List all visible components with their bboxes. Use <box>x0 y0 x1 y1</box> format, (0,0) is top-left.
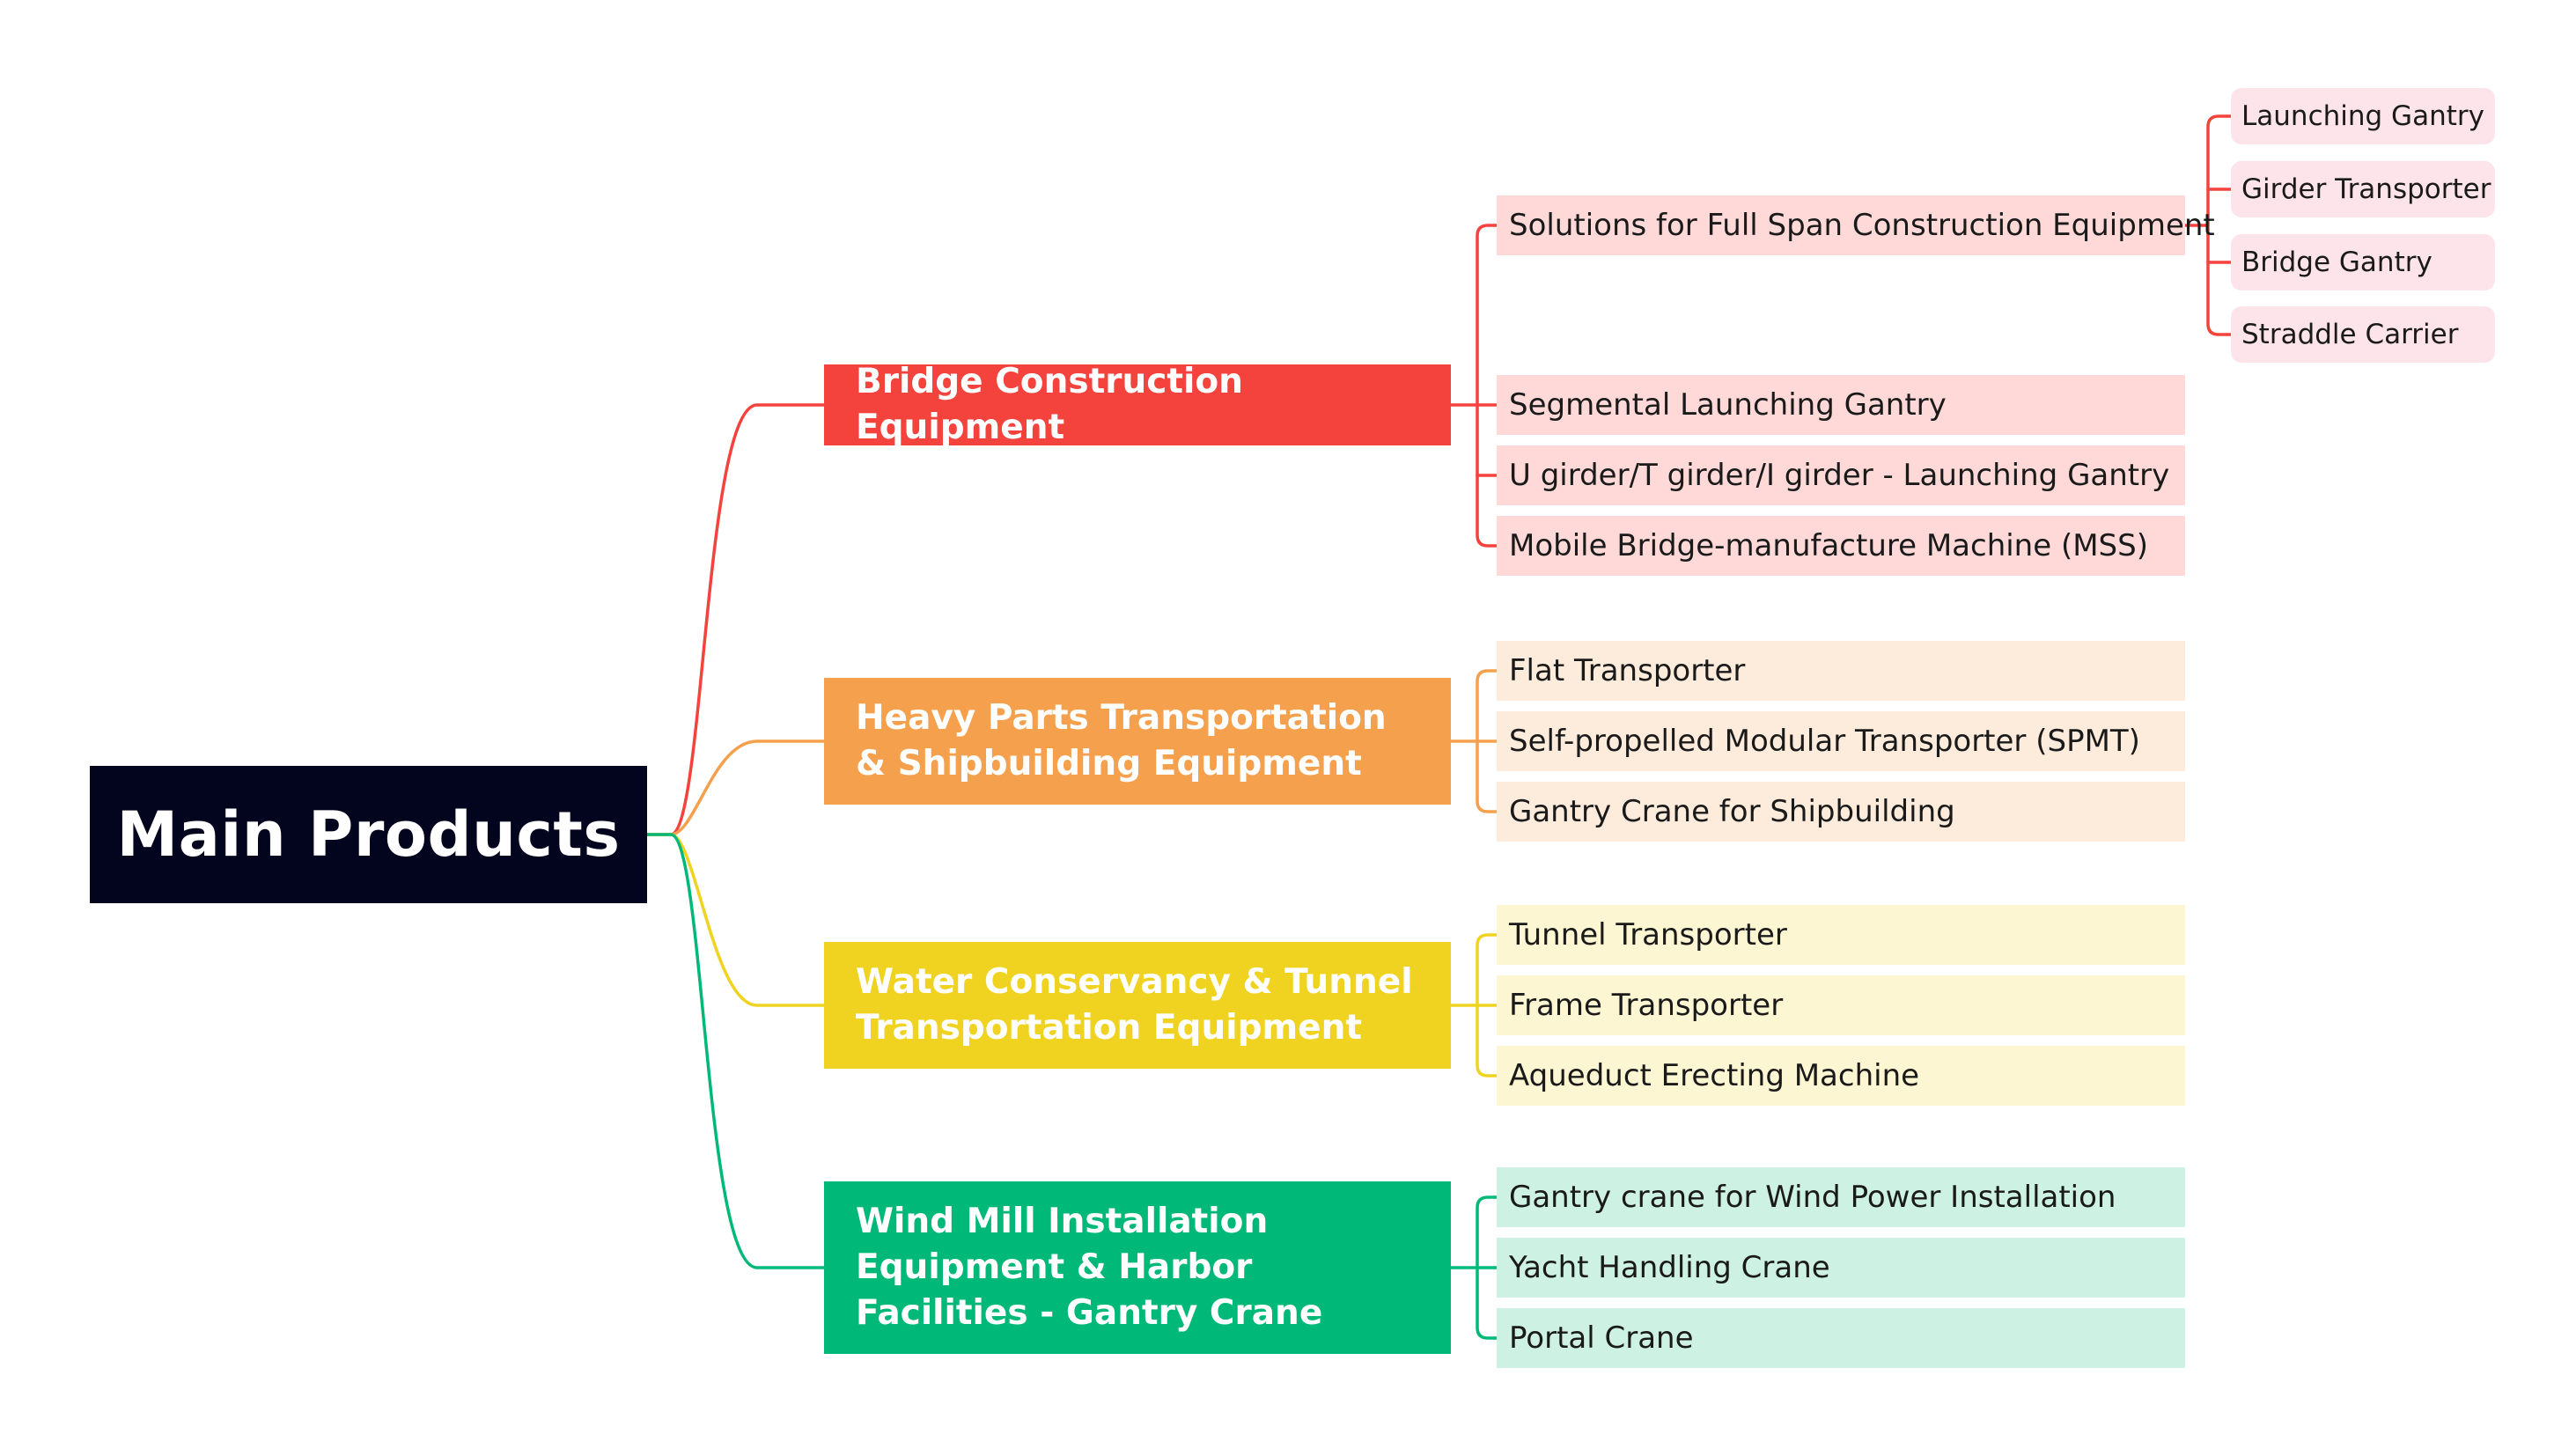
leaf-spmt: Self-propelled Modular Transporter (SPMT… <box>1497 711 2185 771</box>
sub-label: Straddle Carrier <box>2241 319 2459 350</box>
leaf-yacht-handling-crane: Yacht Handling Crane <box>1497 1238 2185 1298</box>
leaf-frame-transporter: Frame Transporter <box>1497 975 2185 1035</box>
leaf-tunnel-transporter: Tunnel Transporter <box>1497 905 2185 965</box>
category-heavy-label: Heavy Parts Transportation & Shipbuildin… <box>856 698 1387 783</box>
leaf-full-span: Solutions for Full Span Construction Equ… <box>1497 195 2215 255</box>
leaf-label: Tunnel Transporter <box>1509 917 1787 953</box>
leaf-label: Segmental Launching Gantry <box>1509 387 1947 423</box>
leaf-label: Aqueduct Erecting Machine <box>1509 1058 1920 1093</box>
sub-launching-gantry: Launching Gantry <box>2231 88 2495 144</box>
category-heavy: Heavy Parts Transportation & Shipbuildin… <box>824 678 1451 805</box>
leaf-label: Flat Transporter <box>1509 653 1746 688</box>
leaf-wind-power-crane: Gantry crane for Wind Power Installation <box>1497 1167 2185 1227</box>
links-heavy <box>1449 669 1500 813</box>
leaf-label: Yacht Handling Crane <box>1509 1250 1830 1285</box>
category-wind-label: Wind Mill Installation Equipment & Harbo… <box>856 1202 1323 1333</box>
leaf-segmental-launching-gantry: Segmental Launching Gantry <box>1497 375 2185 435</box>
leaf-portal-crane: Portal Crane <box>1497 1308 2185 1368</box>
links-bridge <box>1449 114 2233 548</box>
sub-girder-transporter: Girder Transporter <box>2231 161 2495 217</box>
leaf-label: Self-propelled Modular Transporter (SPMT… <box>1509 724 2140 759</box>
leaf-shipbuilding-crane: Gantry Crane for Shipbuilding <box>1497 782 2185 842</box>
sub-bridge-gantry: Bridge Gantry <box>2231 234 2495 291</box>
sub-label: Bridge Gantry <box>2241 246 2432 278</box>
links-wind <box>1449 1195 1500 1340</box>
category-bridge-label: Bridge Construction Equipment <box>856 362 1243 447</box>
leaf-mss: Mobile Bridge-manufacture Machine (MSS) <box>1497 516 2185 576</box>
leaf-aqueduct-erecting-machine: Aqueduct Erecting Machine <box>1497 1046 2185 1106</box>
link-root-wind <box>645 833 826 1269</box>
leaf-label: Solutions for Full Span Construction Equ… <box>1509 208 2215 243</box>
leaf-label: U girder/T girder/I girder - Launching G… <box>1509 458 2170 493</box>
category-water-label: Water Conservancy & Tunnel Transportatio… <box>856 962 1413 1048</box>
category-water: Water Conservancy & Tunnel Transportatio… <box>824 942 1451 1069</box>
sub-straddle-carrier: Straddle Carrier <box>2231 306 2495 363</box>
leaf-label: Frame Transporter <box>1509 988 1784 1023</box>
link-root-bridge <box>645 403 826 836</box>
leaf-label: Gantry crane for Wind Power Installation <box>1509 1180 2116 1215</box>
leaf-label: Gantry Crane for Shipbuilding <box>1509 794 1955 829</box>
link-root-heavy <box>645 739 826 836</box>
category-bridge: Bridge Construction Equipment <box>824 362 1451 447</box>
root-node: Main Products <box>90 766 647 903</box>
leaf-flat-transporter: Flat Transporter <box>1497 641 2185 701</box>
sub-label: Launching Gantry <box>2241 100 2484 132</box>
links-water <box>1449 933 1500 1078</box>
category-wind: Wind Mill Installation Equipment & Harbo… <box>824 1181 1451 1354</box>
sub-label: Girder Transporter <box>2241 173 2491 205</box>
root-label: Main Products <box>116 798 621 871</box>
leaf-label: Mobile Bridge-manufacture Machine (MSS) <box>1509 528 2148 563</box>
leaf-label: Portal Crane <box>1509 1320 1694 1356</box>
link-root-water <box>645 833 826 1007</box>
leaf-u-girder-launching-gantry: U girder/T girder/I girder - Launching G… <box>1497 445 2185 505</box>
